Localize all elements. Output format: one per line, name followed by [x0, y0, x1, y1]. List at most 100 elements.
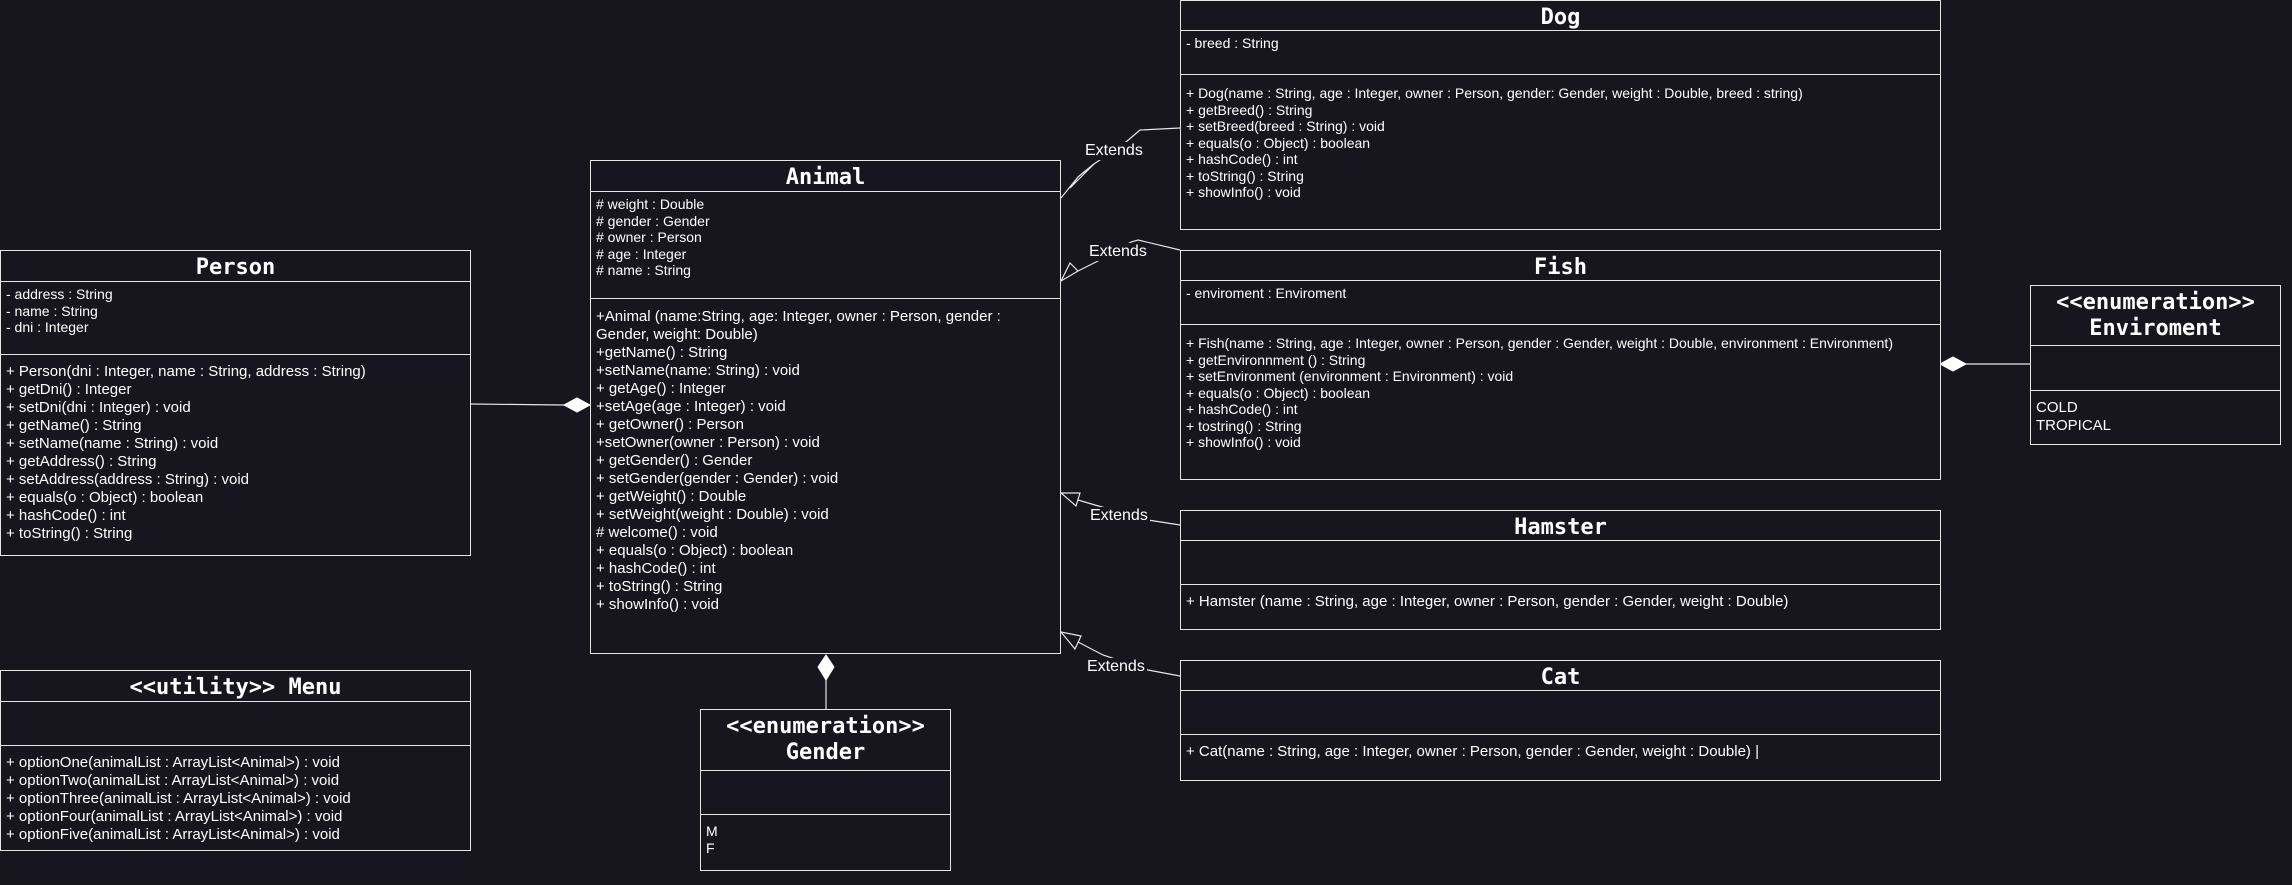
method-row: + setGender(gender : Gender) : void: [596, 470, 839, 487]
class-person[interactable]: Person - address : String- name : String…: [0, 250, 471, 556]
methods-section: + Cat(name : String, age : Integer, owne…: [1181, 735, 1940, 765]
class-title: Person: [1, 251, 470, 282]
class-title: Fish: [1181, 251, 1940, 281]
method-row: + getOwner() : Person: [596, 416, 744, 433]
method-row: + equals(o : Object) : boolean: [1186, 384, 1371, 401]
dog-inheritance-arrowhead: [1060, 163, 1095, 199]
attribute-row: # age : Integer: [596, 245, 687, 262]
method-row: + getGender() : Gender: [596, 452, 753, 469]
method-row: + setName(name : String) : void: [6, 435, 219, 452]
class-title: Dog: [1181, 1, 1940, 31]
class-title: Animal: [591, 161, 1060, 192]
dog-extends-label: Extends: [1083, 142, 1145, 160]
gender-composition-diamond: [817, 654, 835, 681]
method-row: + toString() : String: [1186, 167, 1304, 184]
method-row: + tostring() : String: [1186, 417, 1302, 434]
enum-value: M: [706, 823, 718, 839]
method-row: + getAge() : Integer: [596, 380, 726, 397]
enum-value: F: [706, 839, 715, 856]
method-row: +getName() : String: [596, 344, 728, 361]
attributes-section: [2031, 346, 2280, 391]
attribute-row: # name : String: [596, 262, 691, 278]
attribute-row: - name : String: [6, 302, 98, 319]
class-title: Cat: [1181, 661, 1940, 691]
method-row: +Animal (name:String, age: Integer, owne…: [596, 308, 1001, 343]
method-row: + equals(o : Object) : boolean: [1186, 134, 1371, 151]
attributes-section: [701, 771, 950, 815]
class-hamster[interactable]: Hamster + Hamster (name : String, age : …: [1180, 510, 1941, 630]
class-title: Hamster: [1181, 511, 1940, 541]
attributes-section: - breed : String: [1181, 31, 1940, 75]
attributes-section: [1, 702, 470, 746]
attribute-row: - breed : String: [1186, 35, 1279, 51]
class-title: <<enumeration>> Gender: [701, 710, 950, 771]
method-row: + Hamster (name : String, age : Integer,…: [1186, 593, 1789, 610]
attribute-row: - enviroment : Enviroment: [1186, 285, 1347, 301]
class-fish[interactable]: Fish - enviroment : Enviroment + Fish(na…: [1180, 250, 1941, 480]
method-row: + getName() : String: [6, 417, 142, 434]
methods-section: +Animal (name:String, age: Integer, owne…: [591, 299, 1060, 618]
method-row: + Cat(name : String, age : Integer, owne…: [1186, 743, 1759, 760]
attributes-section: # weight : Double# gender : Gender# owne…: [591, 192, 1060, 299]
method-row: + showInfo() : void: [1186, 184, 1301, 200]
method-row: + equals(o : Object) : boolean: [6, 489, 204, 506]
attributes-section: [1181, 541, 1940, 585]
method-row: + Person(dni : Integer, name : String, a…: [6, 363, 366, 380]
method-row: + getWeight() : Double: [596, 488, 747, 505]
stereotype-label: <<enumeration>>: [726, 714, 925, 739]
method-row: +setName(name: String) : void: [596, 362, 800, 379]
method-row: + optionOne(animalList : ArrayList<Anima…: [6, 754, 340, 771]
enviroment-composition-diamond: [1938, 356, 1968, 372]
attributes-section: - address : String- name : String- dni :…: [1, 282, 470, 355]
method-row: + setDni(dni : Integer) : void: [6, 399, 191, 416]
methods-section: + Person(dni : Integer, name : String, a…: [1, 355, 470, 547]
methods-section: + Dog(name : String, age : Integer, owne…: [1181, 75, 1940, 205]
class-title: <<enumeration>> Enviroment: [2031, 286, 2280, 346]
fish-extends-label: Extends: [1087, 243, 1149, 261]
method-row: + hashCode() : int: [596, 560, 716, 577]
method-row: + optionTwo(animalList : ArrayList<Anima…: [6, 772, 340, 789]
method-row: + setEnvironment (environment : Environm…: [1186, 368, 1514, 384]
person-composition-diamond: [562, 397, 592, 413]
enum-value: COLD: [2036, 399, 2078, 416]
method-row: + showInfo() : void: [1186, 434, 1301, 450]
hamster-extends-label: Extends: [1088, 507, 1150, 525]
method-row: + hashCode() : int: [1186, 151, 1298, 167]
method-row: + hashCode() : int: [1186, 401, 1298, 417]
stereotype-label: <<enumeration>>: [2056, 290, 2255, 315]
enum-value: TROPICAL: [2036, 417, 2112, 434]
method-row: + setBreed(breed : String) : void: [1186, 118, 1385, 134]
attributes-section: - enviroment : Enviroment: [1181, 281, 1940, 325]
method-row: + optionFive(animalList : ArrayList<Anim…: [6, 826, 340, 843]
class-animal[interactable]: Animal # weight : Double# gender : Gende…: [590, 160, 1061, 654]
methods-section: + optionOne(animalList : ArrayList<Anima…: [1, 746, 470, 848]
class-title: <<utility>> Menu: [1, 671, 470, 702]
attribute-row: - dni : Integer: [6, 319, 89, 335]
method-row: + showInfo() : void: [596, 596, 719, 613]
method-row: + setAddress(address : String) : void: [6, 471, 250, 488]
class-cat[interactable]: Cat + Cat(name : String, age : Integer, …: [1180, 660, 1941, 781]
class-menu[interactable]: <<utility>> Menu + optionOne(animalList …: [0, 670, 471, 851]
person-composition-line: [469, 403, 565, 406]
method-row: + Dog(name : String, age : Integer, owne…: [1186, 85, 1803, 101]
attribute-row: # owner : Person: [596, 229, 702, 245]
attribute-row: # weight : Double: [596, 196, 705, 212]
method-row: + getDni() : Integer: [6, 381, 132, 398]
cat-extends-label: Extends: [1085, 658, 1147, 676]
methods-section: + Hamster (name : String, age : Integer,…: [1181, 585, 1940, 615]
method-row: + hashCode() : int: [6, 507, 126, 524]
method-row: + equals(o : Object) : boolean: [596, 542, 794, 559]
method-row: +setAge(age : Integer) : void: [596, 398, 786, 415]
class-dog[interactable]: Dog - breed : String + Dog(name : String…: [1180, 0, 1941, 230]
method-row: + toString() : String: [596, 578, 723, 595]
hamster-inheritance-arrowhead: [1059, 492, 1081, 508]
method-row: + optionThree(animalList : ArrayList<Ani…: [6, 790, 351, 807]
method-row: + toString() : String: [6, 525, 133, 542]
fish-inheritance-arrowhead: [1059, 261, 1079, 283]
cat-inheritance-arrowhead: [1059, 631, 1082, 651]
